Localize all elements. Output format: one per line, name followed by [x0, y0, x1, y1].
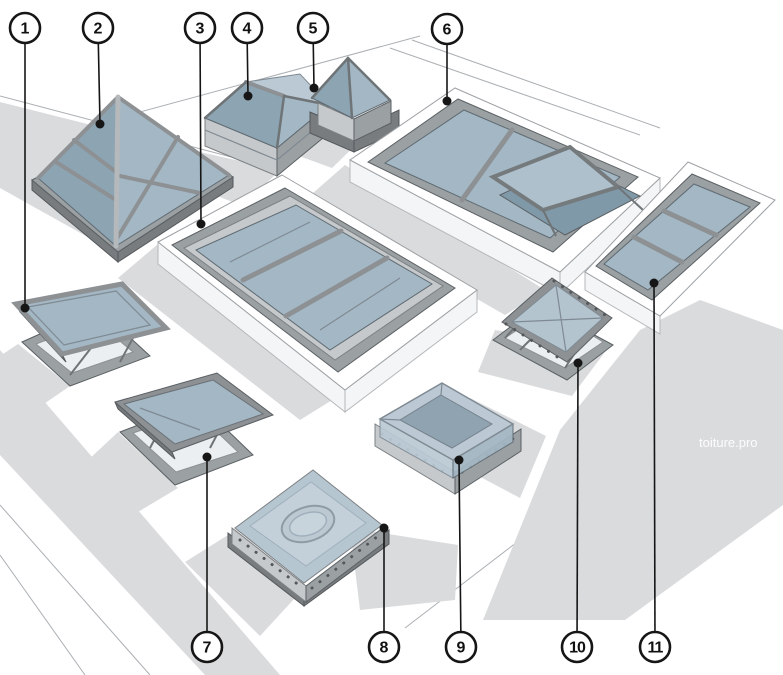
- callout-anchor-dot: [309, 83, 319, 93]
- callout-10: 10: [560, 358, 594, 664]
- callout-number-label: 11: [648, 640, 664, 657]
- callout-number-circle: [183, 11, 217, 45]
- skylight-1-opening-vent: [11, 281, 171, 387]
- callout-number-circle: [230, 11, 264, 45]
- skylight-3-flat-glass-rooflight: [157, 174, 478, 414]
- callout-layer: 1 2 3 4 5 6 7 8 9 10 11: [8, 11, 672, 664]
- callout-anchor-dot: [20, 303, 30, 313]
- callout-8: 8: [367, 523, 401, 664]
- callout-number-circle: [430, 12, 464, 46]
- callout-2: 2: [81, 11, 115, 129]
- callout-1: 1: [8, 11, 42, 313]
- callout-number-circle: [81, 11, 115, 45]
- skylight-9-curb-mounted-dome: [374, 382, 522, 495]
- callout-number-label: 7: [203, 640, 212, 657]
- callout-number-circle: [8, 11, 42, 45]
- callout-11: 11: [638, 278, 672, 664]
- callout-3: 3: [183, 11, 217, 229]
- skylight-11-sloped-linear-rooflight: [584, 161, 776, 335]
- skylight-6-flat-rooflight-with-vent: [349, 87, 661, 296]
- callout-number-circle: [296, 11, 330, 45]
- callout-anchor-dot: [202, 452, 212, 462]
- skylight-10-raised-opening-dome: [492, 277, 614, 381]
- callout-leader-line: [576, 362, 579, 648]
- callout-number-circle: [444, 630, 478, 664]
- callout-number-label: 2: [94, 21, 103, 38]
- callout-number-label: 5: [309, 21, 318, 38]
- callout-anchor-dot: [379, 523, 389, 533]
- callout-number-label: 3: [196, 21, 205, 38]
- callout-number-label: 10: [569, 640, 586, 657]
- callout-anchor-dot: [442, 96, 452, 106]
- callout-7: 7: [190, 452, 224, 664]
- callout-number-label: 1: [21, 21, 30, 38]
- callout-number-circle: [560, 630, 594, 664]
- callout-number-circle: [638, 630, 672, 664]
- callout-number-circle: [190, 630, 224, 664]
- callout-4: 4: [230, 11, 264, 101]
- callout-leader-line: [199, 27, 202, 225]
- callout-number-label: 4: [243, 21, 252, 38]
- callout-anchor-dot: [649, 278, 659, 288]
- callout-anchor-dot: [573, 358, 583, 368]
- callout-anchor-dot: [454, 455, 464, 465]
- skylight-5-pyramid-rooflight: [309, 56, 400, 153]
- skylight-8-dome-with-ring: [227, 469, 390, 608]
- watermark: toiture.pro: [699, 435, 758, 450]
- callout-anchor-dot: [95, 119, 105, 129]
- skylight-7-opening-vent: [113, 372, 275, 486]
- callout-anchor-dot: [196, 219, 206, 229]
- callout-number-label: 6: [443, 22, 452, 39]
- callout-leader-line: [458, 459, 462, 648]
- callout-anchor-dot: [243, 91, 253, 101]
- callout-6: 6: [430, 12, 464, 106]
- callout-number-label: 9: [457, 640, 466, 657]
- callout-9: 9: [444, 455, 478, 664]
- callout-leader-line: [653, 282, 656, 648]
- callout-number-label: 8: [380, 640, 389, 657]
- callout-5: 5: [296, 11, 330, 93]
- callout-number-circle: [367, 630, 401, 664]
- skylight-4-hip-ridge-rooflight: [203, 73, 331, 178]
- skylight-2-glass-pyramid: [31, 94, 234, 264]
